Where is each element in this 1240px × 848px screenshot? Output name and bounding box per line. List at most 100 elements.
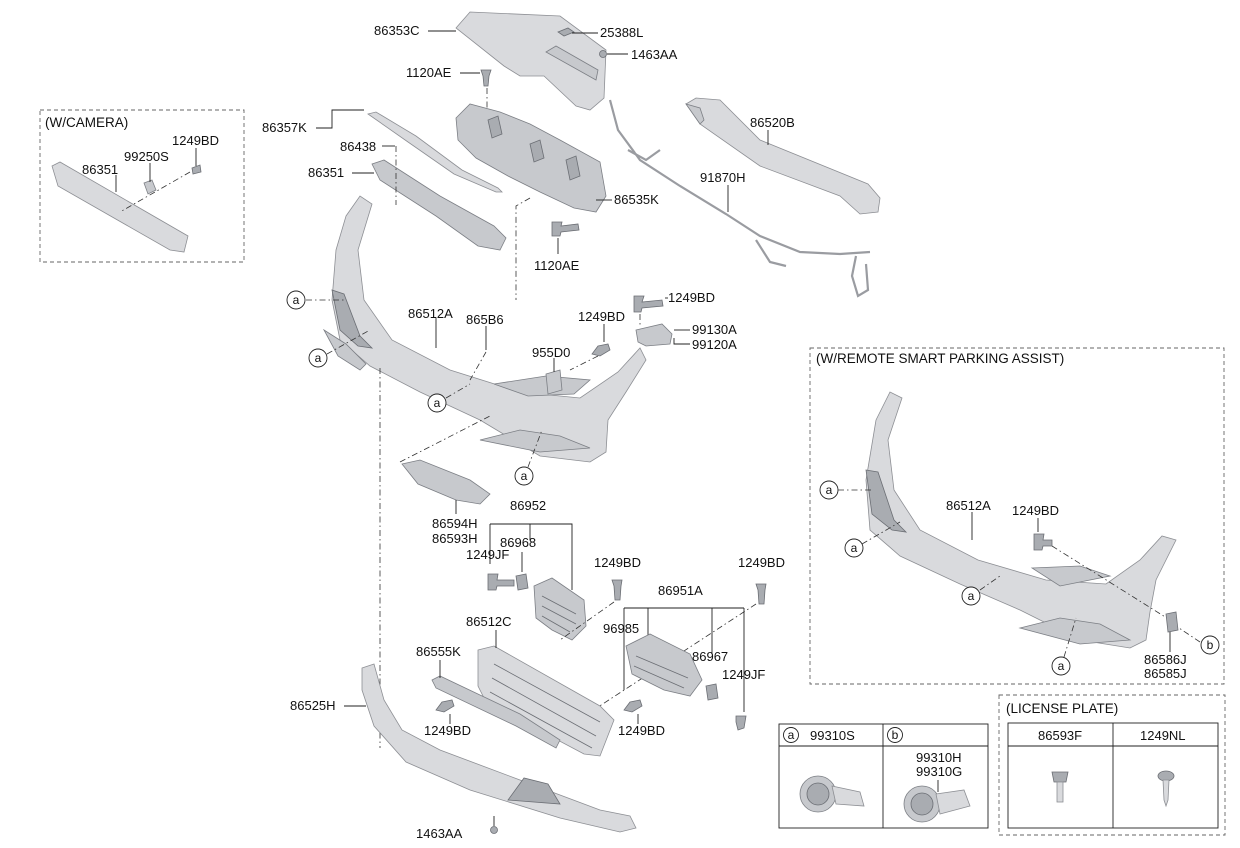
bolt-86593F-image	[1051, 771, 1069, 803]
label-86525H: 86525H	[290, 698, 336, 713]
label-86438: 86438	[340, 139, 376, 154]
rspa-callout-a-1-text: a	[826, 483, 833, 497]
screw-1249BD-d-shape	[755, 583, 767, 605]
wiring-harness-main	[608, 99, 871, 256]
rspa-bumper-vent	[1030, 565, 1112, 587]
license-plate-section: (LICENSE PLATE) 86593F 1249NL	[998, 694, 1226, 836]
label-86967: 86967	[692, 649, 728, 664]
label-1249JF-b: 1249JF	[722, 667, 765, 682]
clip-1463AA-top-shape	[599, 50, 607, 58]
wiring-harness-branch2	[755, 239, 787, 268]
label-1249BD-d: 1249BD	[738, 555, 785, 570]
label-99120A: 99120A	[692, 337, 737, 352]
molding-86555K-shape	[431, 675, 561, 749]
label-1463AA-top: 1463AA	[631, 47, 678, 62]
molding-86438-shape	[367, 111, 503, 193]
rspa-callout-a-2-text: a	[851, 541, 858, 555]
camera-inset-border	[39, 109, 245, 263]
sensor-955D0-shape	[545, 369, 563, 395]
sensor-99310S-image	[799, 775, 865, 813]
callout-a-4	[514, 466, 534, 486]
label-96985: 96985	[603, 621, 639, 636]
label-86594H: 86594H	[432, 516, 478, 531]
camera-inset: (W/CAMERA) 86351 99250S 1249BD	[39, 109, 245, 263]
bumper-cover-shadow-left	[331, 289, 374, 349]
sensor-table-b-circle	[887, 727, 903, 743]
label-1463AA-bot: 1463AA	[416, 826, 463, 841]
rspa-bumper-lip	[1018, 617, 1132, 645]
screw-1249BD-a-shape	[633, 295, 664, 313]
sensor-table: a 99310S b 99310H 99310G	[778, 723, 989, 829]
label-1249BD-e: 1249BD	[424, 723, 471, 738]
label-86968: 86968	[500, 535, 536, 550]
bolt-1120AE-top-shape	[480, 69, 492, 87]
callout-a-2	[308, 348, 328, 368]
sensor-table-b-part1: 99310H	[916, 750, 962, 765]
rspa-callout-a-3-text: a	[968, 589, 975, 603]
bracket-86535K-rib1	[487, 115, 503, 139]
screw-1249BD-e-shape	[435, 699, 455, 713]
label-1120AE-bot: 1120AE	[534, 258, 580, 273]
sensor-table-b-part2: 99310G	[916, 764, 962, 779]
callout-a-1-text: a	[293, 293, 300, 307]
callout-a-3	[427, 393, 447, 413]
label-86351: 86351	[308, 165, 344, 180]
upper-cover-rib	[545, 45, 599, 81]
rspa-callout-a-4-text: a	[1058, 659, 1065, 673]
callout-a-1	[286, 290, 306, 310]
rspa-callout-b-text: b	[1207, 638, 1214, 652]
rspa-label-86585J: 86585J	[1144, 666, 1187, 681]
rspa-bumper-shadow	[865, 469, 908, 533]
rspa-inset: (W/REMOTE SMART PARKING ASSIST) a a a a …	[809, 347, 1225, 685]
label-1249BD-a: 1249BD	[668, 290, 715, 305]
license-inset-border	[998, 694, 1226, 836]
garnish-86351-shape	[371, 159, 507, 251]
rspa-callout-a-4	[1051, 656, 1071, 676]
label-86555K: 86555K	[416, 644, 461, 659]
rspa-callout-a-3	[961, 586, 981, 606]
screw-1249JF-b-shape	[735, 715, 747, 731]
grille-86952-slats	[541, 595, 577, 633]
screw-1249BD-b-shape	[591, 343, 611, 357]
label-86512C: 86512C	[466, 614, 512, 629]
wiring-harness-branch1	[627, 149, 661, 162]
label-955D0: 955D0	[532, 345, 570, 360]
license-col2-part: 1249NL	[1140, 728, 1186, 743]
screw-1249JF-a-shape	[487, 573, 515, 591]
lower-lip-86525H-shape	[361, 663, 637, 833]
lower-lip-skid-plate	[507, 777, 561, 805]
clip-86967-shape	[705, 683, 719, 701]
rspa-callout-b	[1200, 635, 1220, 655]
rspa-label-1249BD: 1249BD	[1012, 503, 1059, 518]
license-col1-part: 86593F	[1038, 728, 1082, 743]
rspa-screw-1249BD-shape	[1033, 533, 1053, 551]
bracket-86535K-rib2	[529, 139, 545, 163]
camera-unit-shape	[143, 179, 157, 195]
camera-1249BD-label: 1249BD	[172, 133, 219, 148]
part-25388L-shape	[557, 27, 575, 37]
label-86952: 86952	[510, 498, 546, 513]
camera-86351-label: 86351	[82, 162, 118, 177]
label-865B6: 865B6	[466, 312, 504, 327]
bracket-86535K-rib3	[565, 155, 581, 181]
label-86951A: 86951A	[658, 583, 703, 598]
label-1249BD-b: 1249BD	[578, 309, 625, 324]
callout-a-4-text: a	[521, 469, 528, 483]
rspa-label-86586J: 86586J	[1144, 652, 1187, 667]
clip-1463AA-bot-shape	[490, 826, 498, 834]
sensor-table-a-circle	[783, 727, 799, 743]
screw-1249BD-c-shape	[611, 579, 623, 601]
label-86535K: 86535K	[614, 192, 659, 207]
callout-a-3-text: a	[434, 396, 441, 410]
label-1249BD-f: 1249BD	[618, 723, 665, 738]
upper-cover-shape	[455, 11, 607, 111]
bracket-99130A-shape	[635, 323, 673, 347]
bolt-1120AE-bot-shape	[551, 221, 580, 237]
rspa-bumper-shape	[865, 391, 1177, 649]
label-86520B: 86520B	[750, 115, 795, 130]
label-91870H: 91870H	[700, 170, 746, 185]
grille-86951A-shape	[625, 633, 703, 697]
energy-absorber-end	[685, 103, 705, 125]
rspa-inset-border	[809, 347, 1225, 685]
bracket-86535K-shape	[455, 103, 607, 213]
